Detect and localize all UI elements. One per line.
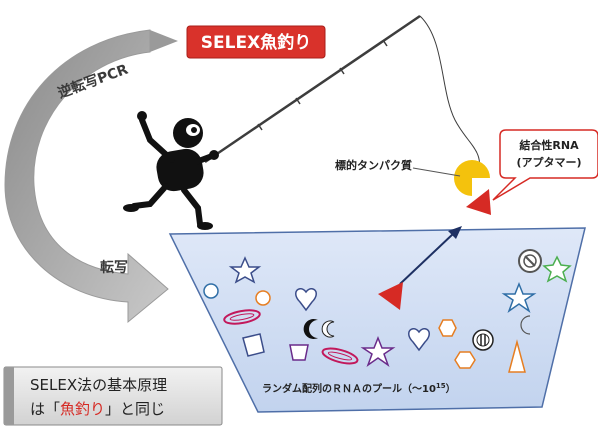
heart-shape xyxy=(408,328,430,352)
target-protein-label: 標的タンパク質 xyxy=(335,158,412,172)
star-shape xyxy=(501,281,537,313)
selection-arrow xyxy=(399,226,462,285)
square-shape xyxy=(242,333,265,357)
ring-shape xyxy=(229,313,255,321)
aptamer-callout-line1: 結合性RNA xyxy=(519,138,579,152)
principle-line2-prefix: は「 xyxy=(30,400,60,418)
bound-aptamer xyxy=(466,189,491,215)
pool-caption: ランダム配列のＲＮＡのプール（〜1015） xyxy=(262,382,456,395)
fishing-rod xyxy=(204,14,421,164)
protein-leader-line xyxy=(412,167,461,177)
star-shape xyxy=(542,255,572,283)
double-circle-shape xyxy=(472,329,494,351)
star-shape xyxy=(360,335,396,367)
circle-shape xyxy=(203,283,219,299)
principle-line2: は「魚釣り」と同じ xyxy=(30,400,165,418)
cycle-arrow-body xyxy=(4,29,169,324)
pool-caption-exponent: 15 xyxy=(436,382,446,390)
pool-caption-text: ランダム配列のＲＮＡのプール（〜10 xyxy=(262,382,436,395)
principle-line1: SELEX法の基本原理 xyxy=(30,376,167,394)
cone-shape xyxy=(508,339,526,373)
crescent-shape xyxy=(303,319,318,339)
free-aptamer xyxy=(378,282,403,310)
heart-shape xyxy=(295,288,317,312)
principle-highlight: 魚釣り xyxy=(60,400,105,418)
fishing-line xyxy=(419,15,480,177)
aptamer-callout-line2: (アプタマー) xyxy=(516,155,581,169)
crescent-shape xyxy=(520,315,531,335)
crescent-shape xyxy=(321,320,335,338)
ring-shape xyxy=(321,347,359,365)
transcription-label: 転写 xyxy=(100,259,128,276)
principle-box: SELEX法の基本原理 は「魚釣り」と同じ xyxy=(3,366,223,426)
no-symbol-shape xyxy=(518,249,542,273)
title-banner: SELEX魚釣り xyxy=(186,25,326,59)
target-protein xyxy=(454,160,490,196)
circle-shape xyxy=(255,290,271,306)
ring-shape xyxy=(223,309,261,325)
pool-molecules xyxy=(203,249,572,373)
aptamer-callout: 結合性RNA (アプタマー) xyxy=(492,129,598,201)
cycle-arrow xyxy=(4,29,178,324)
star-shape xyxy=(228,256,262,284)
hexagon-shape xyxy=(438,319,457,337)
hexagon-shape xyxy=(454,351,476,369)
cup-shape xyxy=(289,344,309,361)
principle-line2-suffix: 」と同じ xyxy=(105,400,165,418)
fisher-figure xyxy=(123,111,219,230)
pool-caption-close: ） xyxy=(446,382,456,395)
rna-pool xyxy=(168,227,586,413)
ring-shape xyxy=(327,351,353,361)
cycle-arrow-tail xyxy=(150,30,178,52)
title-banner-text: SELEX魚釣り xyxy=(201,32,311,53)
